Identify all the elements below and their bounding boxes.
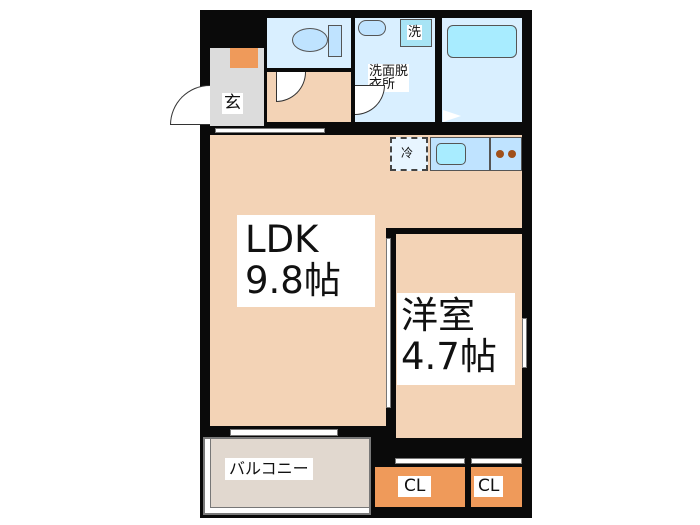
wash-basin-icon bbox=[358, 20, 386, 36]
kitchen-sink-icon bbox=[436, 143, 466, 165]
entrance-label: 玄 bbox=[222, 93, 243, 114]
shoe-box bbox=[230, 48, 258, 68]
stove-icon bbox=[490, 137, 522, 171]
western-name: 洋室 bbox=[401, 294, 475, 337]
washer-label: 洗 bbox=[407, 25, 423, 40]
burner-icon bbox=[508, 150, 516, 158]
ldk-size: 9.8帖 bbox=[245, 259, 341, 302]
washer-space: 洗 bbox=[400, 19, 432, 47]
ldk-label: LDK 9.8帖 bbox=[237, 215, 375, 307]
balcony-label: バルコニー bbox=[225, 458, 313, 480]
ldk-name: LDK bbox=[245, 218, 319, 261]
bathtub-icon bbox=[447, 25, 517, 58]
hall-sliding-door[interactable] bbox=[215, 128, 325, 133]
western-room-sliding-door[interactable] bbox=[386, 238, 391, 408]
western-label: 洋室 4.7帖 bbox=[397, 293, 515, 385]
entrance-door[interactable] bbox=[170, 85, 210, 125]
toilet-tank-icon bbox=[328, 25, 342, 57]
closet1-label: CL bbox=[398, 476, 432, 497]
washroom-label-line1: 洗面脱 bbox=[369, 64, 409, 79]
fridge-space: 冷 bbox=[390, 137, 428, 171]
western-room-window[interactable] bbox=[522, 318, 527, 368]
closet2-door[interactable] bbox=[471, 458, 522, 464]
bathroom-door-icon[interactable] bbox=[443, 110, 461, 122]
balcony-sliding-window[interactable] bbox=[230, 429, 338, 436]
closet1-door[interactable] bbox=[395, 458, 465, 464]
western-size: 4.7帖 bbox=[401, 335, 497, 378]
burner-icon bbox=[496, 150, 504, 158]
closet2-label: CL bbox=[474, 476, 504, 497]
toilet-bowl-icon bbox=[292, 28, 328, 52]
fridge-label: 冷 bbox=[401, 146, 414, 160]
